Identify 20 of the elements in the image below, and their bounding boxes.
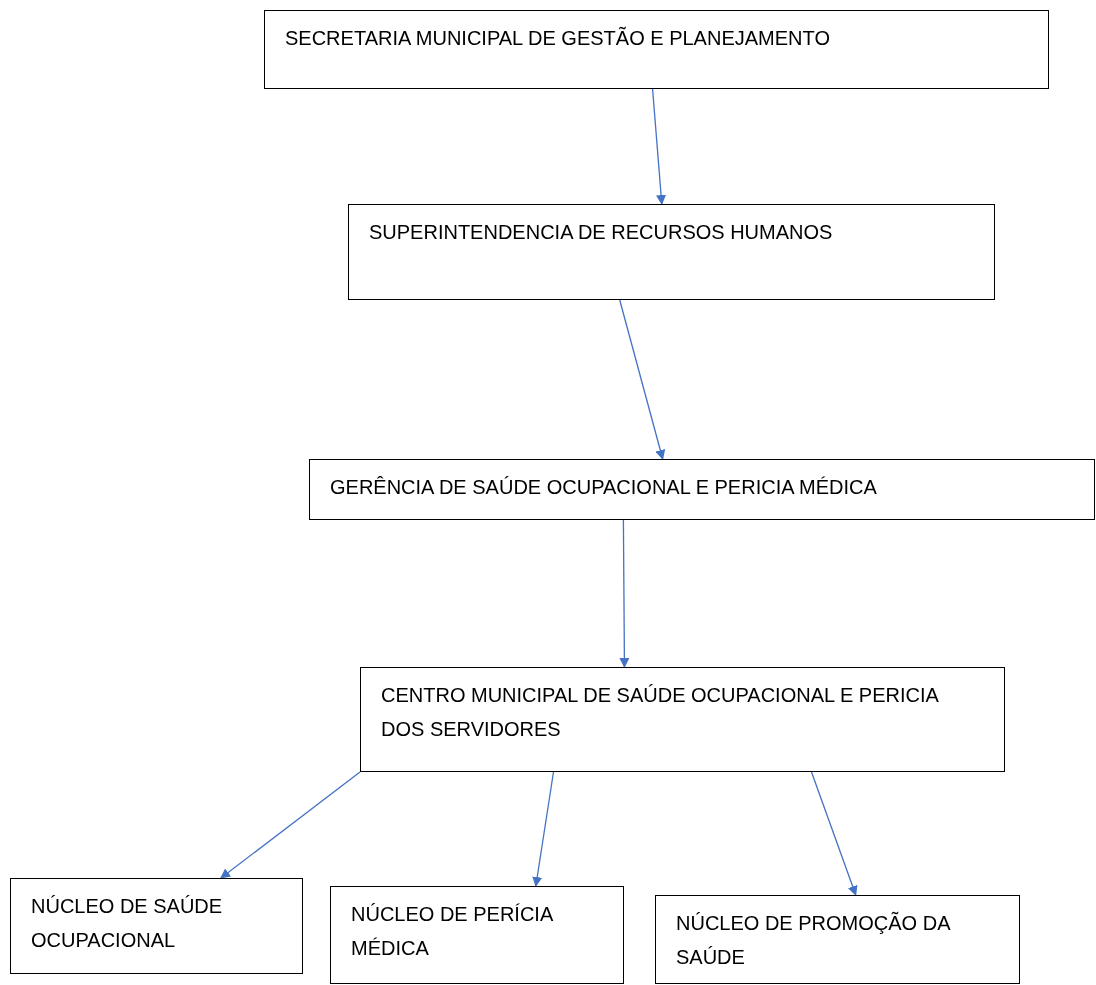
org-box <box>348 204 995 300</box>
org-box <box>655 895 1020 984</box>
org-box <box>10 878 303 974</box>
arrow <box>651 88 667 205</box>
box-label: GERÊNCIA DE SAÚDE OCUPACIONAL E PERICIA MÉDICA <box>330 475 878 500</box>
box-label: NÚCLEO DE SAÚDE OCUPACIONAL <box>31 894 224 953</box>
arrow <box>220 771 361 879</box>
box-label: NÚCLEO DE PERÍCIA MÉDICA <box>351 902 554 961</box>
box-label: SUPERINTENDENCIA DE RECURSOS HUMANOS <box>369 220 834 245</box>
arrow <box>810 771 858 896</box>
arrow <box>619 519 630 668</box>
org-box <box>330 886 624 984</box>
org-box <box>264 10 1049 89</box>
org-box <box>309 459 1095 520</box>
org-box <box>360 667 1005 772</box>
box-label: CENTRO MUNICIPAL DE SAÚDE OCUPACIONAL E PERICIA DOS SERVIDORES <box>381 683 940 742</box>
box-label: NÚCLEO DE PROMOÇÃO DA SAÚDE <box>676 910 951 970</box>
arrow <box>619 299 666 460</box>
arrow <box>532 771 555 887</box>
box-label: SECRETARIA MUNICIPAL DE GESTÃO E PLANEJAMENTO <box>285 25 831 51</box>
